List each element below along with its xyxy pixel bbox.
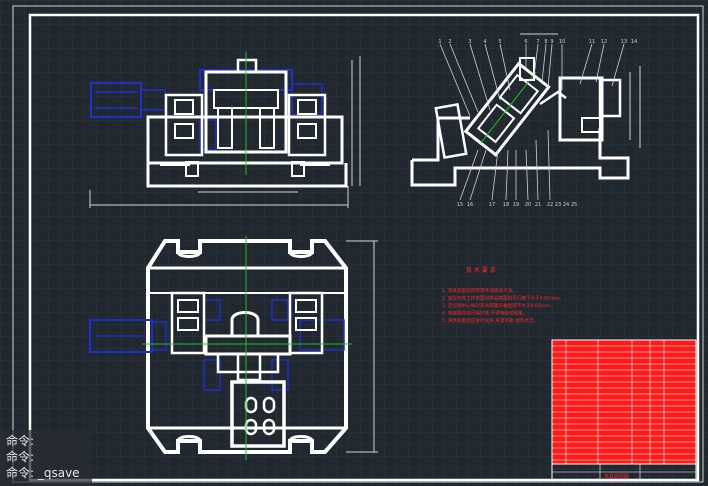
side-section-view[interactable]	[410, 33, 641, 201]
part-balloon[interactable]: 14	[631, 39, 637, 45]
part-balloon[interactable]: 12	[601, 39, 607, 45]
command-input-line[interactable]: 命令: _qsave	[6, 466, 80, 480]
part-balloon[interactable]: 18	[503, 202, 509, 208]
note-line: 4. 各紧固件应可靠拧紧,不得有松动现象。	[442, 310, 527, 317]
command-line-panel[interactable]: 命令: 命令: 命令: _qsave	[0, 430, 92, 486]
part-balloon[interactable]: 21	[535, 202, 541, 208]
command-history-line-1: 命令:	[6, 434, 35, 448]
part-balloon[interactable]: 4	[483, 39, 486, 45]
part-balloon[interactable]: 2	[448, 39, 451, 45]
notes-title: 技 术 要 求	[466, 266, 496, 274]
part-balloon[interactable]: 10	[559, 39, 565, 45]
part-balloon[interactable]: 5	[498, 39, 501, 45]
note-line: 2. 定位元件工作表面对夹具底面的平行度不大于0.02mm。	[442, 295, 564, 302]
note-line: 5. 夹具装配后应进行试夹,夹紧可靠,动作灵活。	[442, 317, 538, 324]
note-line: 1. 夹具装配前所有零件须清洗干净。	[442, 287, 517, 294]
part-balloon[interactable]: 16	[467, 202, 473, 208]
bill-of-materials[interactable]	[551, 339, 697, 465]
part-balloon[interactable]: 22	[547, 202, 553, 208]
part-balloon[interactable]: 13	[621, 39, 627, 45]
top-view[interactable]	[89, 236, 378, 460]
part-balloon[interactable]: 6	[524, 39, 527, 45]
note-line: 3. 定位销中心线对夹具底面的垂直度不大于0.05mm。	[442, 302, 554, 309]
command-history-line-2: 命令:	[6, 450, 35, 464]
part-balloon[interactable]: 3	[468, 39, 471, 45]
part-balloon[interactable]: 9	[550, 39, 553, 45]
part-balloon[interactable]: 23	[555, 202, 561, 208]
sheet-inner-frame	[28, 13, 700, 482]
part-balloon[interactable]: 7	[536, 39, 539, 45]
title-block-label: 夹具装配图	[604, 473, 629, 480]
part-balloon[interactable]: 17	[489, 202, 495, 208]
part-balloon[interactable]: 15	[457, 202, 463, 208]
part-balloon[interactable]: 19	[513, 202, 519, 208]
part-balloon[interactable]: 8	[544, 39, 547, 45]
part-balloon[interactable]: 25	[571, 202, 577, 208]
part-balloon[interactable]: 24	[563, 202, 569, 208]
part-balloon[interactable]: 11	[589, 39, 595, 45]
front-view[interactable]	[89, 52, 361, 208]
sheet-outer-frame	[12, 5, 704, 483]
title-block[interactable]: 夹具装配图	[551, 463, 697, 481]
part-balloon[interactable]: 1	[438, 39, 441, 45]
part-balloon[interactable]: 20	[525, 202, 531, 208]
technical-notes[interactable]: 技 术 要 求 1. 夹具装配前所有零件须清洗干净。2. 定位元件工作表面对夹具…	[442, 266, 564, 324]
